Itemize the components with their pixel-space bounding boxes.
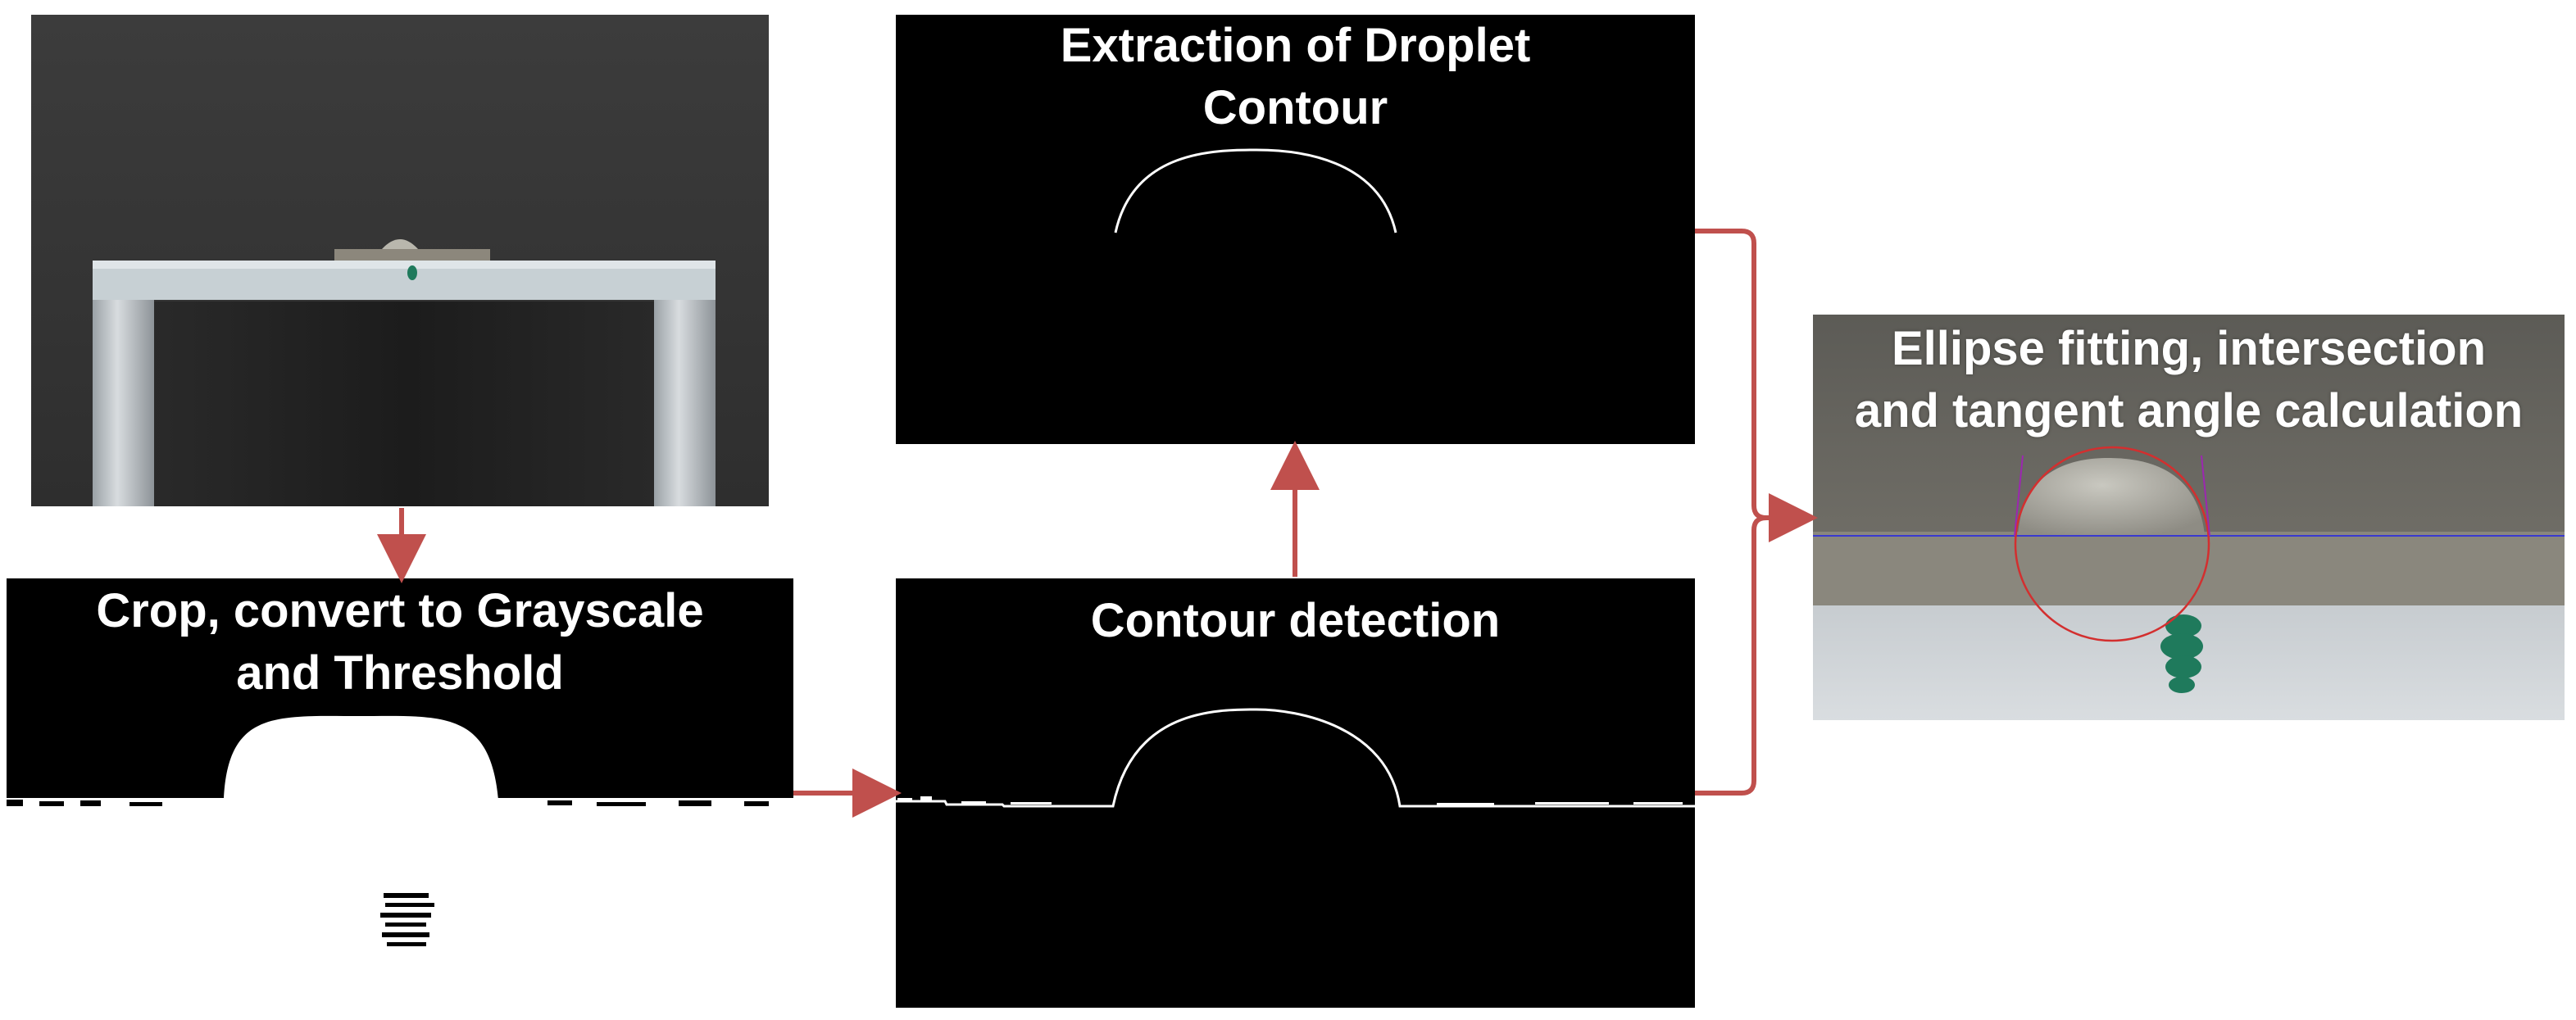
droplet-extraction-label: Extraction of Droplet Contour [1060, 19, 1531, 134]
arrow-contour-to-ellipse [1695, 515, 1767, 796]
threshold-image [7, 715, 793, 1008]
original-photo [31, 15, 769, 506]
arrow-extraction-to-ellipse [1695, 229, 1767, 520]
ellipse-fitting-panel: Ellipse fitting, intersection and tangen… [1813, 315, 2565, 720]
original-photo-panel [31, 15, 769, 506]
ellipse-fitting-image [1813, 315, 2565, 720]
threshold-panel: Crop, convert to Grayscale and Threshold [7, 578, 793, 1008]
droplet-extraction-image [1114, 148, 1397, 233]
droplet-extraction-panel: Extraction of Droplet Contour [896, 15, 1695, 444]
contour-detection-image [896, 708, 1695, 808]
contour-detection-label: Contour detection [1090, 594, 1501, 647]
contour-detection-panel: Contour detection [896, 578, 1695, 1008]
threshold-label: Crop, convert to Grayscale and Threshold [96, 584, 704, 700]
ellipse-fitting-label: Ellipse fitting, intersection and tangen… [1854, 322, 2524, 437]
